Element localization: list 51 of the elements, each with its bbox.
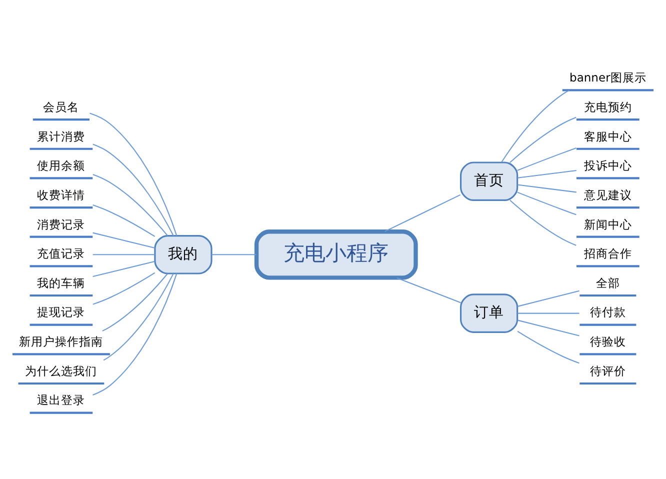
node-text: 意见建议 [584, 187, 632, 202]
connector [92, 254, 155, 255]
connector [102, 272, 168, 331]
node-text: 会员名 [43, 99, 80, 114]
node-text: 待付款 [590, 304, 626, 319]
node-text: 收费详情 [37, 187, 86, 202]
node-box: 充电小程序 [254, 229, 418, 280]
connector [510, 199, 576, 246]
node-box: 订单 [460, 293, 518, 332]
node-text: 投诉中心 [584, 158, 632, 172]
connector [92, 143, 174, 236]
connector [92, 272, 156, 304]
connector [396, 276, 461, 303]
node-text: 使用余额 [37, 158, 86, 172]
node-text: 充电预约 [584, 99, 632, 114]
node-text: 待验收 [590, 334, 626, 348]
node-text: 充值记录 [37, 246, 86, 260]
connector [92, 260, 156, 277]
node-text: 待评价 [590, 363, 626, 378]
connector [92, 232, 156, 248]
node-box: 首页 [460, 161, 518, 200]
connector [90, 112, 178, 236]
node-text: 招商合作 [584, 246, 632, 260]
connector [92, 272, 178, 395]
connector [517, 312, 580, 314]
connector [92, 173, 168, 236]
node-text: 新闻中心 [584, 216, 632, 231]
connector [92, 204, 156, 236]
node-text: 消费记录 [37, 216, 86, 231]
connector [517, 147, 576, 170]
connector [517, 170, 576, 178]
node-text: 累计消费 [37, 128, 86, 143]
connector [103, 272, 174, 360]
connector [517, 290, 580, 306]
node-box: 我的 [154, 234, 212, 274]
node-text: 我的车辆 [37, 275, 86, 290]
connector [510, 116, 576, 162]
connector [517, 319, 580, 336]
connector [517, 330, 580, 364]
node-text: 客服中心 [584, 128, 632, 143]
connector [384, 194, 461, 232]
node-text: banner图展示 [570, 70, 646, 84]
node-text: 提现记录 [37, 304, 86, 319]
node-text: 为什么选我们 [25, 363, 98, 378]
connector [212, 254, 256, 255]
connector [501, 89, 570, 162]
node-text: 全部 [596, 275, 620, 290]
connector [517, 191, 576, 215]
node-text: 退出登录 [37, 392, 86, 407]
connector [517, 184, 576, 192]
node-text: 新用户操作指南 [19, 334, 104, 348]
